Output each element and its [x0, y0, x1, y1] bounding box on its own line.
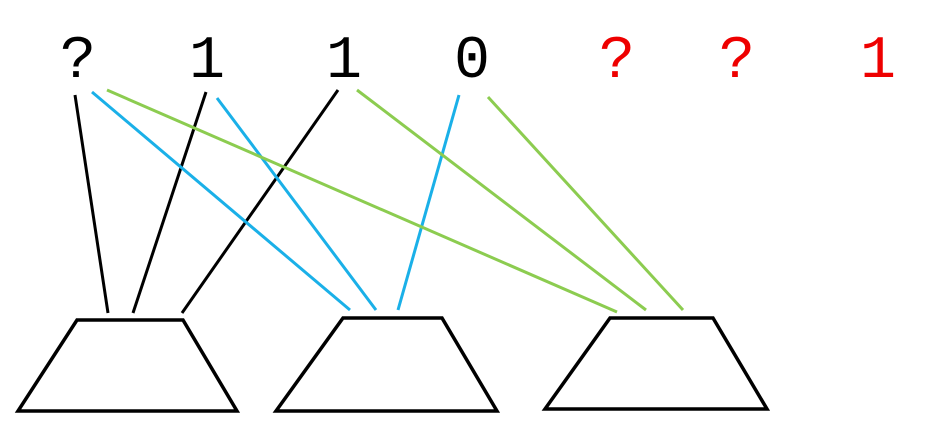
block-1-wire-1 — [131, 91, 208, 314]
symbol-6: 1 — [859, 28, 896, 96]
symbol-1: 1 — [188, 28, 225, 96]
block-3-wire-0 — [106, 88, 618, 314]
block-1-trapezoid — [14, 318, 241, 413]
block-2-wire-0 — [91, 90, 351, 312]
block-1-wire-0 — [73, 94, 110, 314]
block-1-wire-2 — [180, 89, 340, 314]
symbol-4: ? — [598, 28, 635, 96]
block-3-trapezoid — [541, 316, 771, 411]
block-2-trapezoid — [272, 316, 501, 413]
block-2-wire-2 — [396, 94, 461, 311]
symbol-2: 1 — [325, 28, 362, 96]
symbol-5: ? — [718, 28, 755, 96]
symbol-0: ? — [59, 28, 96, 96]
block-3-wire-1 — [356, 88, 647, 312]
block-3-wire-2 — [486, 95, 685, 312]
block-2-wire-1 — [215, 97, 378, 311]
symbol-3: 0 — [453, 28, 490, 96]
